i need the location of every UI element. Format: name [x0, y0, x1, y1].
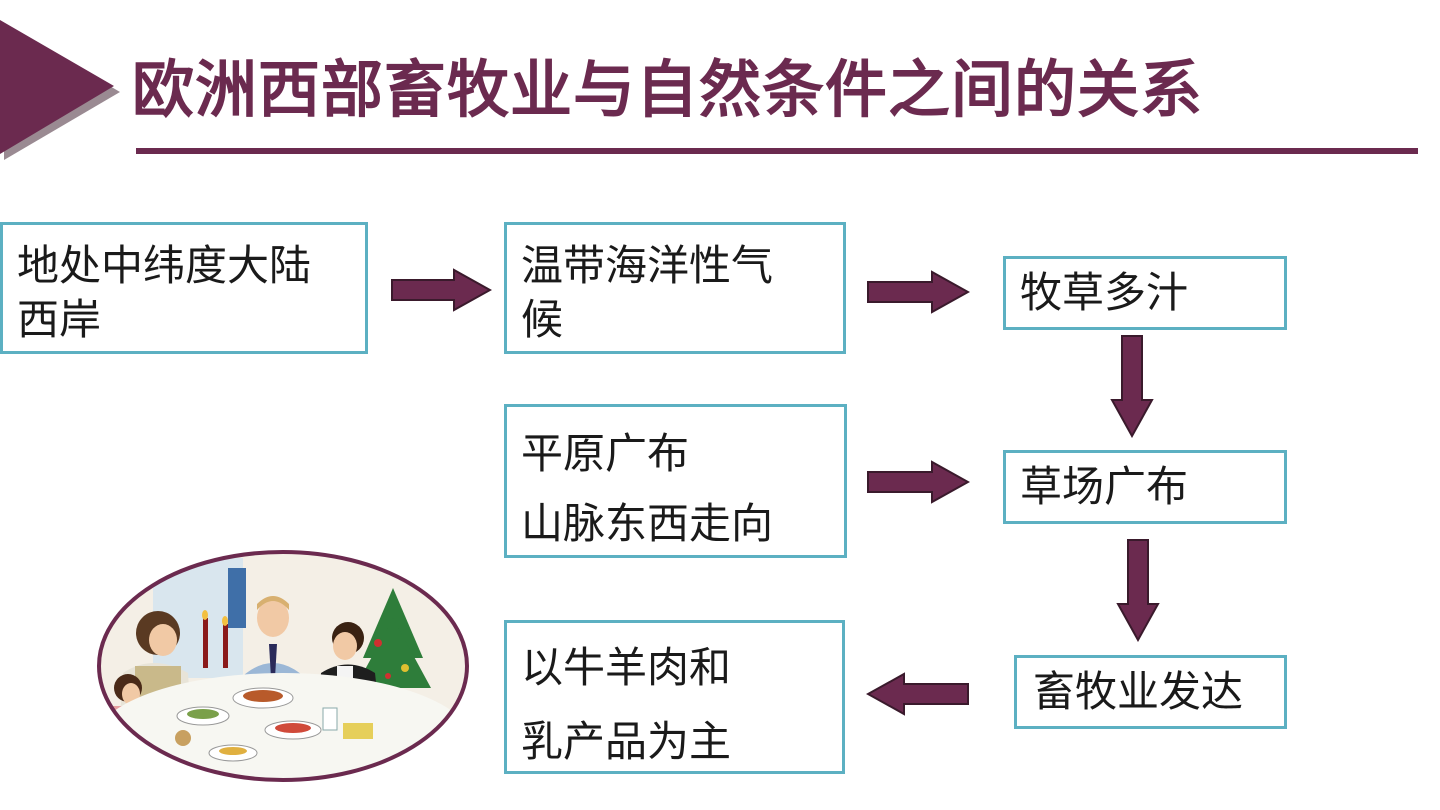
location-box: 地处中纬度大陆 西岸 — [0, 222, 368, 354]
husbandry-text: 畜牧业发达 — [1033, 667, 1244, 716]
arrow-left-husbandry-to-diet — [866, 672, 969, 716]
arrow-right-location-to-climate — [391, 268, 492, 312]
grass-box: 牧草多汁 — [1003, 256, 1287, 330]
climate-line-2: 候 — [521, 295, 564, 344]
husbandry-box: 畜牧业发达 — [1014, 655, 1287, 729]
title-underline — [136, 148, 1418, 154]
terrain-line-1: 平原广布 — [521, 429, 690, 478]
corner-triangle-decoration — [0, 20, 120, 160]
terrain-line-2: 山脉东西走向 — [521, 499, 774, 548]
arrow-down-pasture-to-husbandry — [1116, 539, 1160, 642]
pasture-text: 草场广布 — [1020, 462, 1189, 511]
arrow-right-climate-to-grass — [867, 270, 970, 314]
location-line-1: 地处中纬度大陆 — [17, 241, 312, 290]
diet-line-1: 以牛羊肉和 — [521, 643, 732, 692]
arrow-right-terrain-to-pasture — [867, 460, 970, 504]
climate-line-1: 温带海洋性气 — [521, 241, 774, 290]
pasture-box: 草场广布 — [1003, 450, 1287, 524]
diet-box: 以牛羊肉和 乳产品为主 — [504, 620, 845, 774]
slide-title: 欧洲西部畜牧业与自然条件之间的关系 — [132, 53, 1204, 126]
arrow-down-grass-to-pasture — [1110, 335, 1154, 438]
diet-line-2: 乳产品为主 — [521, 717, 732, 766]
location-line-2: 西岸 — [17, 295, 102, 344]
grass-text: 牧草多汁 — [1020, 268, 1189, 317]
climate-box: 温带海洋性气 候 — [504, 222, 846, 354]
terrain-box: 平原广布 山脉东西走向 — [504, 404, 847, 558]
family-dinner-illustration — [97, 550, 469, 782]
